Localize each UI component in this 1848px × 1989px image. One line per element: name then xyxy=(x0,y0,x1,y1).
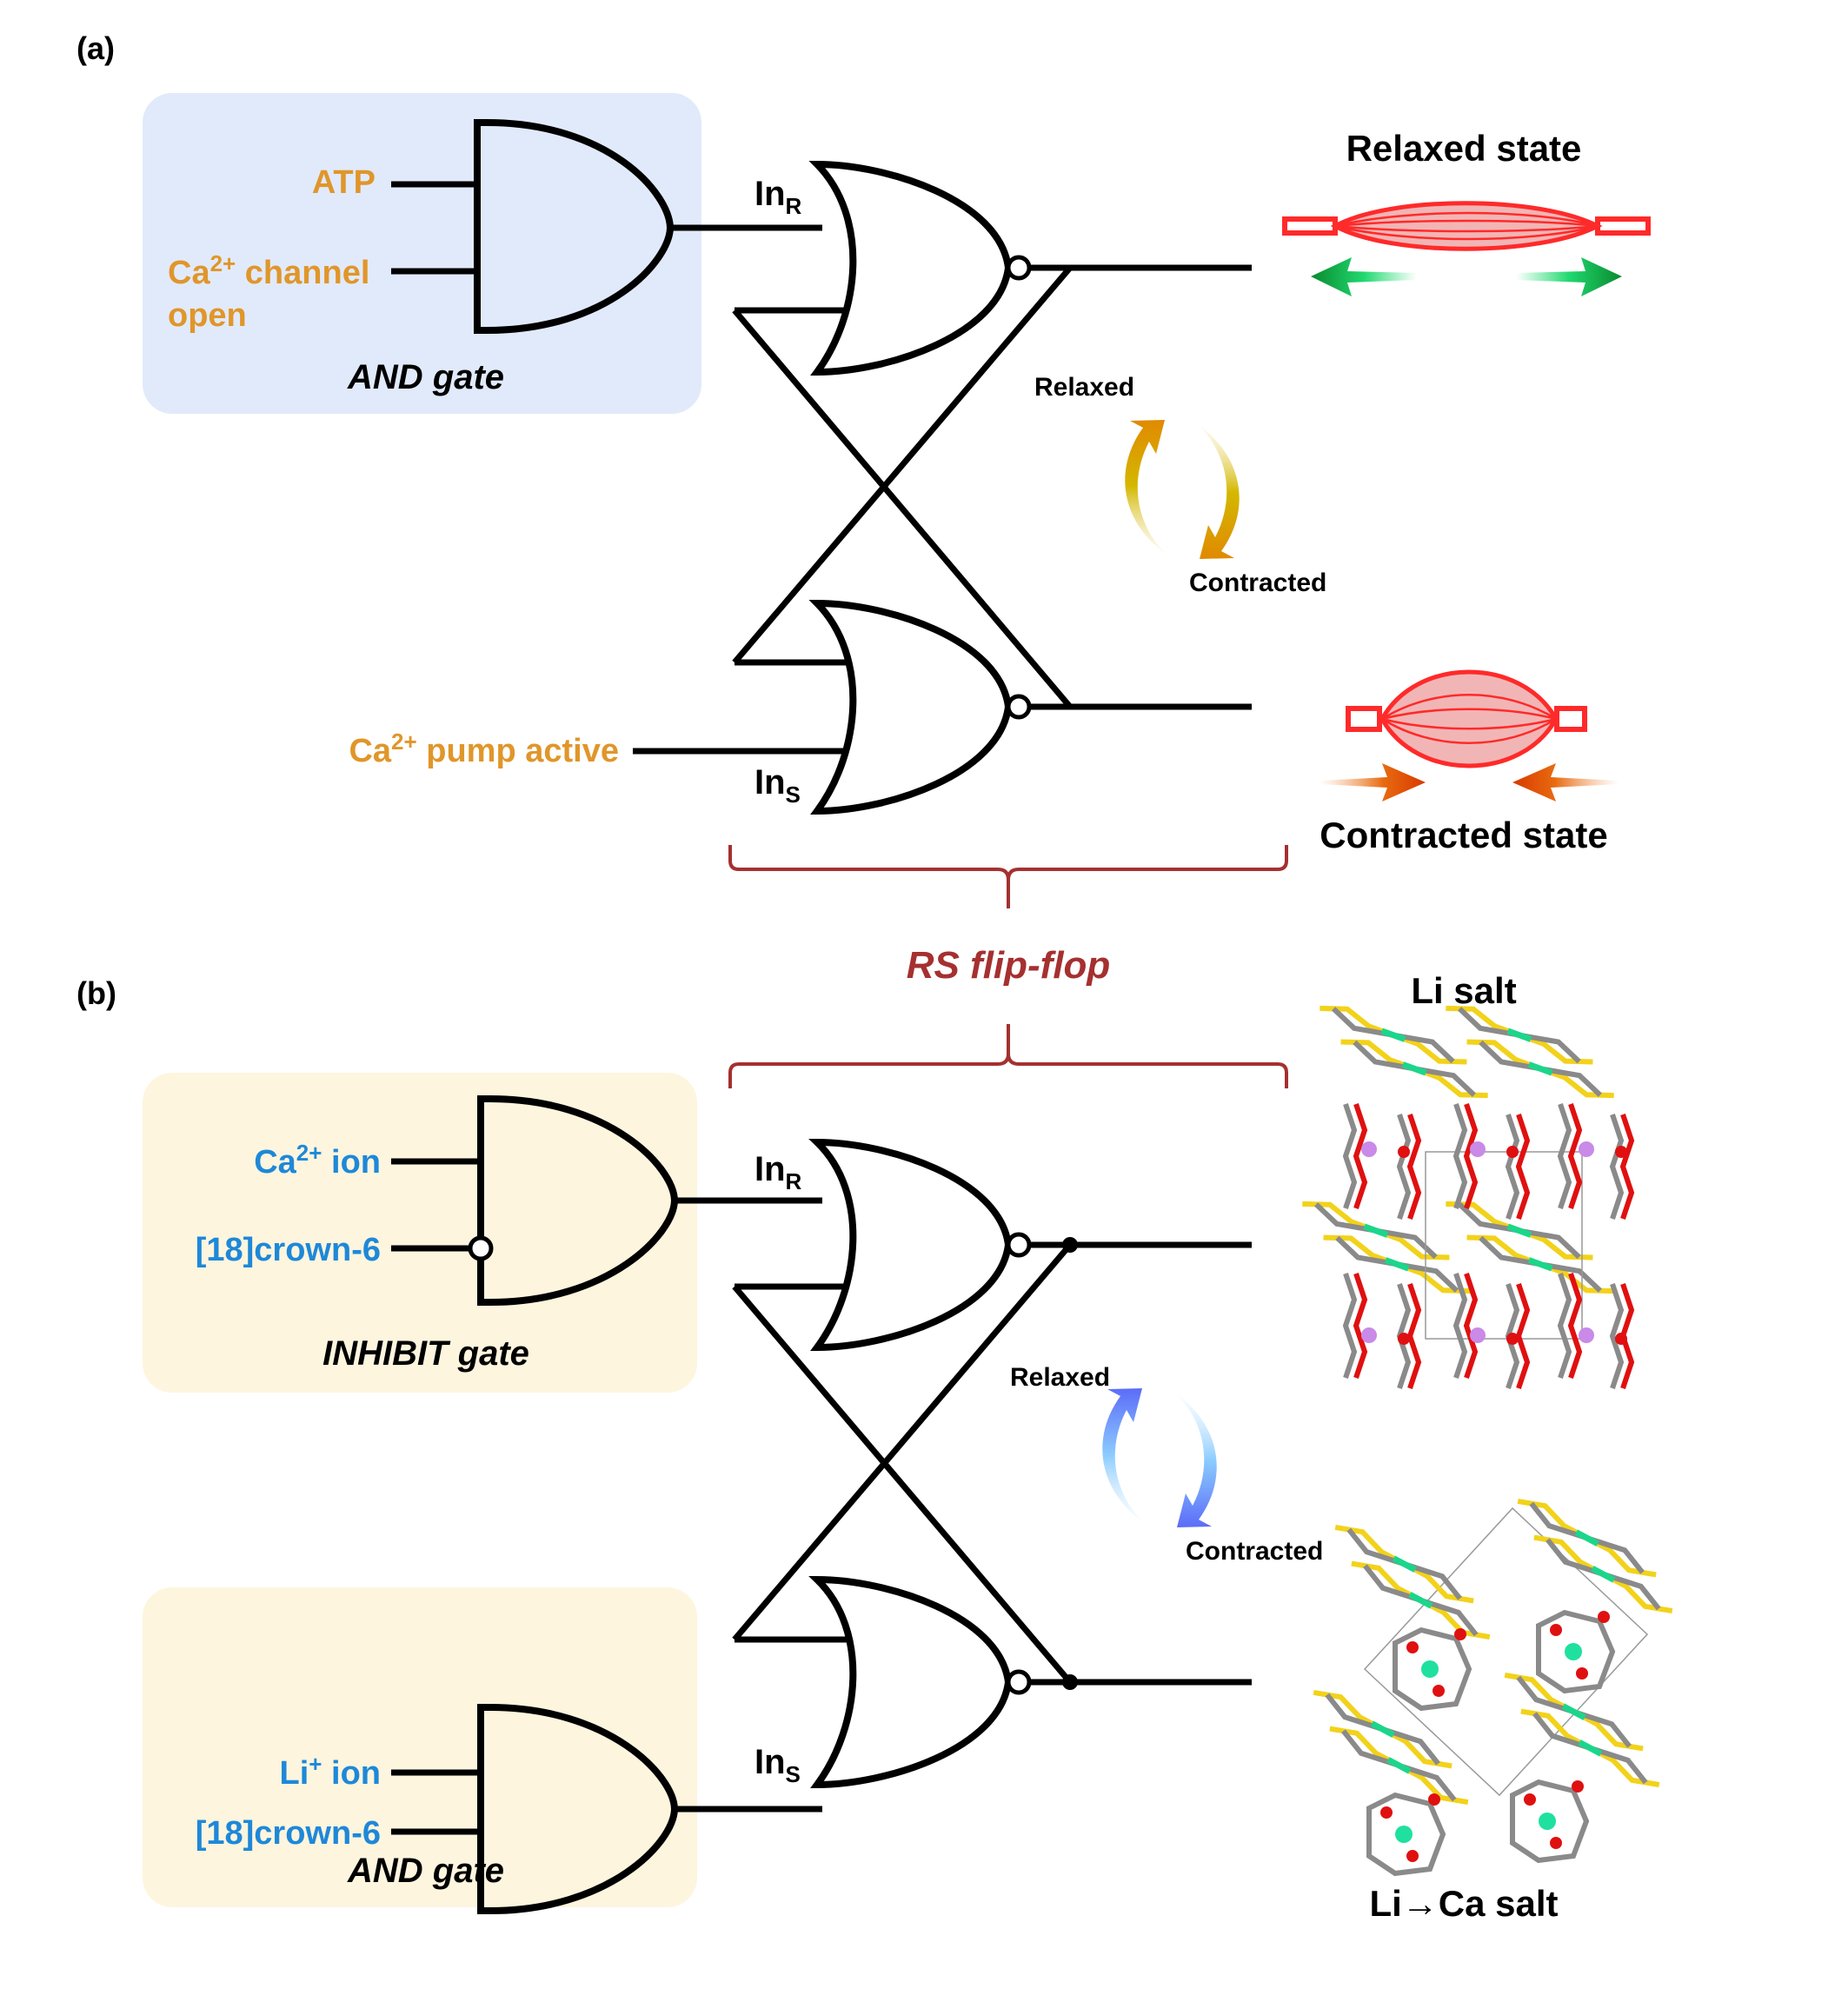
contract-arrows-icon xyxy=(1320,763,1619,802)
anion-dimer xyxy=(1334,1524,1491,1640)
li-salt-crystal-image xyxy=(1302,1005,1635,1389)
and-gate-b-name: AND gate xyxy=(347,1852,504,1890)
anion-dimer xyxy=(1313,1689,1469,1806)
crown-ether xyxy=(1452,1273,1479,1379)
and-gate-a-name: AND gate xyxy=(347,358,504,396)
input-ca-ion: Ca2+ ion xyxy=(254,1140,381,1181)
crown-ether xyxy=(1452,1103,1479,1209)
cross-wire-r-to-s-b xyxy=(732,1284,1073,1685)
contracted-muscle-icon xyxy=(1346,669,1587,768)
crown-ring xyxy=(1510,1779,1590,1864)
cycle-arrows-icon-a xyxy=(1125,420,1240,559)
input-open: open xyxy=(168,297,247,334)
cross-wire-s-to-r xyxy=(732,265,1073,665)
label-in-r-b: InR xyxy=(754,1150,802,1194)
input-crown-inhibit: [18]crown-6 xyxy=(196,1232,381,1268)
crown-ring xyxy=(1366,1792,1446,1877)
crown-ether xyxy=(1609,1114,1635,1220)
anion-dimer xyxy=(1302,1201,1471,1294)
contracted-state-title: Contracted state xyxy=(1320,815,1607,855)
cycle-contracted-b: Contracted xyxy=(1186,1537,1323,1566)
inverter-bubble xyxy=(468,1235,494,1261)
cross-wire-r-to-s xyxy=(732,308,1077,710)
crown-ether xyxy=(1557,1273,1583,1379)
cross-wire-s-to-r-b xyxy=(732,1242,1073,1642)
rs-flipflop-label: RS flip-flop xyxy=(907,944,1111,987)
lica-salt-title: Li→Ca salt xyxy=(1369,1883,1558,1924)
label-in-s-b: InS xyxy=(754,1743,801,1787)
label-in-r-a: InR xyxy=(754,175,802,219)
input-crown-and: [18]crown-6 xyxy=(196,1815,381,1852)
cycle-contracted-a: Contracted xyxy=(1189,569,1326,597)
inhibit-gate-name: INHIBIT gate xyxy=(322,1334,529,1373)
crown-ether xyxy=(1342,1103,1368,1209)
nor-bubble xyxy=(1006,1232,1032,1258)
panel-a-label: (a) xyxy=(76,30,115,66)
input-atp: ATP xyxy=(312,164,376,201)
and-gate-b xyxy=(391,1704,822,1914)
nor-bubble xyxy=(1006,1669,1032,1695)
rs-brace-top xyxy=(728,845,1288,908)
crown-ether xyxy=(1342,1273,1368,1379)
crown-ring xyxy=(1536,1609,1616,1694)
anion-dimer xyxy=(1446,1201,1614,1294)
crown-ether xyxy=(1505,1114,1531,1220)
nor-gate-r-b xyxy=(735,1138,1252,1352)
cycle-arrows-icon-b xyxy=(1102,1388,1217,1527)
anion-dimer xyxy=(1504,1672,1660,1788)
cycle-relaxed-b: Relaxed xyxy=(1010,1363,1110,1392)
crown-ether xyxy=(1396,1114,1422,1220)
label-in-s-a: InS xyxy=(754,763,801,808)
input-li-ion: Li+ ion xyxy=(279,1751,381,1792)
stretch-arrows-icon xyxy=(1311,257,1622,296)
panel-b-label: (b) xyxy=(76,975,116,1011)
anion-dimer xyxy=(1320,1005,1488,1099)
li-salt-title: Li salt xyxy=(1411,970,1516,1011)
cycle-relaxed-a: Relaxed xyxy=(1034,373,1134,402)
crown-ether xyxy=(1557,1103,1583,1209)
inhibit-gate xyxy=(391,1095,822,1306)
nor-gate-s-a xyxy=(633,599,1252,815)
input-ca-pump: Ca2+ pump active xyxy=(349,728,619,769)
crown-ring xyxy=(1393,1626,1472,1712)
nor-gate-r-a xyxy=(735,160,1252,376)
nor-bubble xyxy=(1006,255,1032,281)
lica-salt-crystal-image xyxy=(1313,1498,1673,1877)
relaxed-muscle-icon xyxy=(1282,201,1651,251)
anion-dimer xyxy=(1517,1498,1673,1614)
nor-bubble xyxy=(1006,694,1032,720)
input-ca-channel: Ca2+ channel xyxy=(168,250,369,291)
relaxed-state-title: Relaxed state xyxy=(1346,128,1582,169)
nor-gate-s-b xyxy=(735,1575,1252,1789)
anion-dimer xyxy=(1446,1005,1614,1099)
and-gate-a xyxy=(391,119,822,334)
rs-brace-bottom xyxy=(728,1024,1288,1088)
